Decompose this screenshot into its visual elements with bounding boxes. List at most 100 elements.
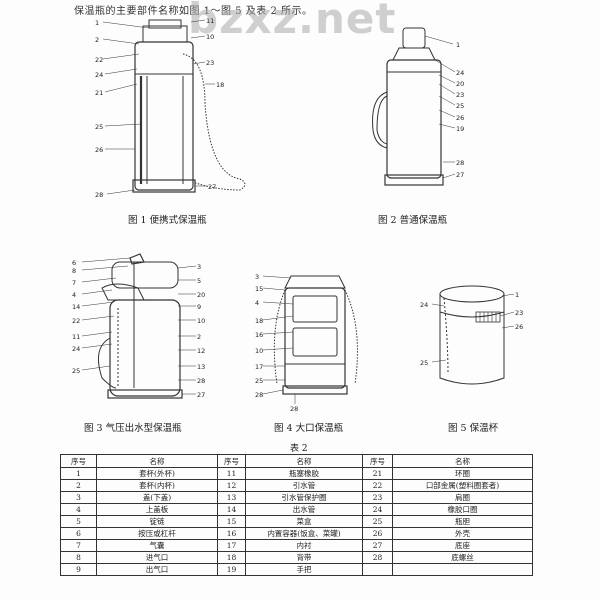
table-row: 8 进气口 18 背带 28 底螺丝: [60, 551, 533, 564]
figure-3-caption: 图 3 气压出水型保温瓶: [84, 423, 182, 434]
header-cell: 名称: [392, 454, 533, 468]
fig1-callout: 21: [95, 89, 103, 97]
fig2-callout: 25: [456, 102, 464, 110]
header-cell: 序号: [362, 454, 393, 468]
table-cell: 环圈: [392, 467, 533, 480]
table-cell: 5: [60, 515, 97, 528]
table-cell: 25: [362, 515, 393, 528]
fig5-callout: 24: [420, 301, 428, 309]
table-cell: 23: [362, 491, 393, 504]
watermark: bzxz.net: [188, 0, 397, 43]
figure-2-caption: 图 2 普通保温瓶: [378, 215, 448, 226]
fig3-callout: 27: [197, 391, 205, 399]
table-cell: 肩圈: [392, 491, 533, 504]
figure-5-caption: 图 5 保温杯: [448, 423, 499, 434]
table-cell: [362, 563, 393, 576]
table-cell: 锭链: [96, 515, 218, 528]
table-row: 9 出气口 19 手把: [60, 563, 533, 576]
fig4-callout: 16: [255, 331, 263, 339]
fig1-callout: 23: [206, 59, 214, 67]
fig1-callout: 2: [95, 36, 99, 44]
table-cell: 3: [60, 491, 97, 504]
fig4-callout: 15: [255, 285, 263, 293]
table-cell: 上盖板: [96, 503, 218, 516]
table-cell: 8: [60, 551, 97, 564]
fig1-callout: 24: [95, 71, 103, 79]
table-cell: 19: [217, 563, 246, 576]
table-cell: 内置容器(饭盒、菜罐): [245, 527, 363, 540]
fig2-callout: 23: [456, 91, 464, 99]
fig2-callout: 24: [456, 69, 464, 77]
table-cell: 出气口: [96, 563, 218, 576]
table-cell: 16: [217, 527, 246, 540]
fig4-callout: 28: [290, 405, 298, 413]
figure-1-caption: 图 1 便携式保温瓶: [128, 215, 207, 226]
fig3-callout: 7: [72, 279, 76, 287]
table-cell: 外壳: [392, 527, 533, 540]
table-row: 3 盖(下盖) 13 引水管保护圈 23 肩圈: [60, 491, 533, 504]
table-cell: 6: [60, 527, 97, 540]
fig1-callout: 27: [208, 183, 216, 191]
table-row: 4 上盖板 14 出水管 24 橡胶口圈: [60, 503, 533, 516]
fig3-callout: 24: [72, 345, 80, 353]
figure-4-wide-mouth-flask: 3 15 4 18 16 10 17 25 28 28: [255, 268, 375, 413]
table-cell: 橡胶口圈: [392, 503, 533, 516]
figure-4-caption: 图 4 大口保温瓶: [274, 423, 344, 434]
fig4-callout: 28: [255, 391, 263, 399]
figure-1-portable-flask: 1 2 22 24 21 25 26 28 11 10 23 18 27: [95, 14, 265, 204]
figure-2-standard-flask: 1 24 20 23 25 26 19 28 27: [365, 20, 475, 200]
figure-3-pneumatic-flask: 6 8 7 4 14 22 11 24 25 3 5 20 9 10 2 12 …: [72, 248, 222, 408]
table-cell: 17: [217, 539, 246, 552]
fig5-callout: 1: [515, 291, 519, 299]
header-cell: 序号: [60, 454, 97, 468]
fig2-callout: 26: [456, 114, 464, 122]
table-cell: 出水管: [245, 503, 363, 516]
header-cell: 名称: [96, 454, 218, 468]
intro-text: 保温瓶的主要部件名称如图 1～图 5 及表 2 所示。: [74, 6, 313, 17]
fig4-callout: 18: [255, 317, 263, 325]
fig3-callout: 5: [197, 277, 201, 285]
parts-table: 序号 名称 序号 名称 序号 名称 1 套杯(外杯) 11 瓶塞橡胶 21 环圈…: [60, 454, 533, 576]
header-cell: 名称: [245, 454, 363, 468]
table-cell: 瓶胆: [392, 515, 533, 528]
table-cell: 引水管保护圈: [245, 491, 363, 504]
table-cell: 口部金属(塑料圈套者): [392, 479, 533, 492]
fig2-callout: 19: [456, 125, 464, 133]
table-cell: 引水管: [245, 479, 363, 492]
fig3-callout: 9: [197, 303, 201, 311]
fig3-callout: 28: [197, 377, 205, 385]
table-cell: 9: [60, 563, 97, 576]
table-cell: 底螺丝: [392, 551, 533, 564]
table-cell: 气囊: [96, 539, 218, 552]
table-row: 1 套杯(外杯) 11 瓶塞橡胶 21 环圈: [60, 467, 533, 480]
table-cell: 14: [217, 503, 246, 516]
fig3-callout: 6: [72, 259, 76, 267]
fig3-callout: 4: [72, 291, 76, 299]
fig4-callout: 4: [255, 299, 259, 307]
table-cell: 2: [60, 479, 97, 492]
fig5-callout: 26: [515, 323, 523, 331]
fig5-callout: 25: [420, 359, 428, 367]
table-cell: 底座: [392, 539, 533, 552]
table-cell: 按压或杠杆: [96, 527, 218, 540]
fig1-callout: 28: [95, 191, 103, 199]
fig1-callout: 25: [95, 123, 103, 131]
table-cell: 7: [60, 539, 97, 552]
fig3-callout: 25: [72, 367, 80, 375]
table-cell: 瓶塞橡胶: [245, 467, 363, 480]
table-cell: 盖(下盖): [96, 491, 218, 504]
header-cell: 序号: [217, 454, 246, 468]
table-cell: 菜盒: [245, 515, 363, 528]
fig1-callout: 11: [206, 17, 214, 25]
fig4-callout: 10: [255, 347, 263, 355]
table-cell: 13: [217, 491, 246, 504]
fig5-callout: 23: [515, 309, 523, 317]
fig3-callout: 8: [72, 267, 76, 275]
fig4-callout: 3: [255, 273, 259, 281]
table-cell: 28: [362, 551, 393, 564]
table-cell: [392, 563, 533, 576]
table-row: 7 气囊 17 内衬 27 底座: [60, 539, 533, 552]
fig3-callout: 12: [197, 347, 205, 355]
table-cell: 11: [217, 467, 246, 480]
table-cell: 15: [217, 515, 246, 528]
